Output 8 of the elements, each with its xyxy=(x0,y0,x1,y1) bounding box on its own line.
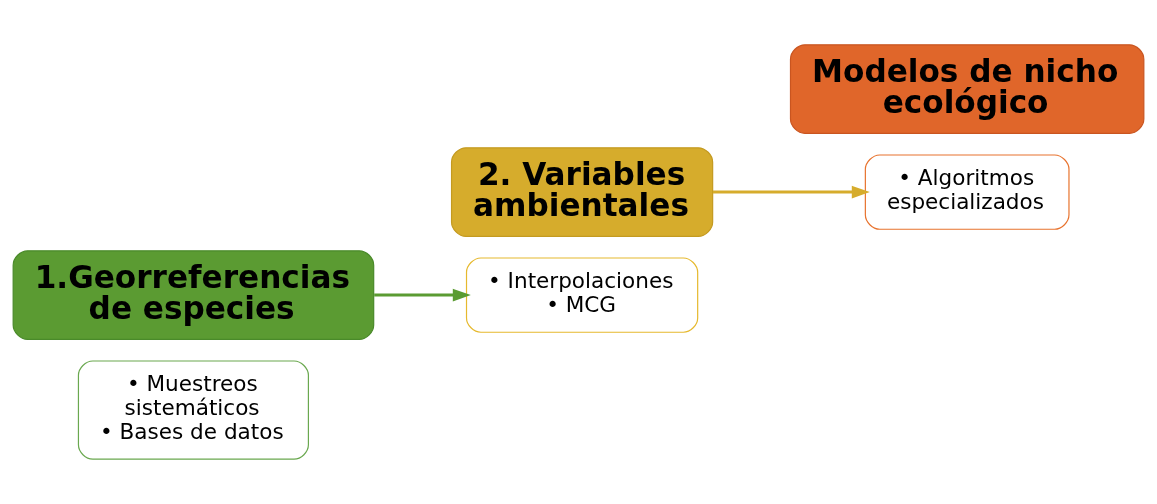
node-box: • Interpolaciones • MCG xyxy=(465,257,699,333)
node-box: • Muestreos sistemáticos • Bases de datos xyxy=(77,360,309,460)
node-box: • Algoritmos especializados xyxy=(864,154,1070,230)
node-box: 2. Variables ambientales xyxy=(450,147,714,238)
node-box: Modelos de nicho ecológico xyxy=(789,44,1145,134)
arrow xyxy=(374,288,471,302)
node-box: 1.Georreferencias de especies xyxy=(12,250,375,341)
arrow xyxy=(712,185,870,199)
